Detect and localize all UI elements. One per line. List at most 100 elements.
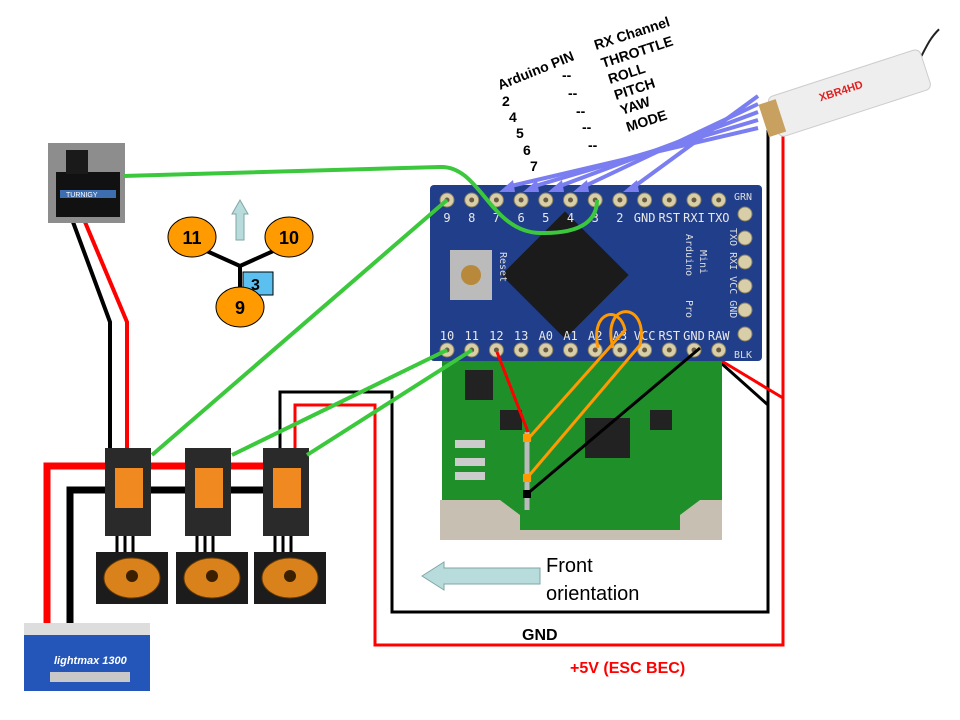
esc-label xyxy=(273,468,301,508)
servo-ground-wire xyxy=(71,221,112,452)
right-header-label: TXO RXI VCC GND xyxy=(727,228,738,318)
arrow-head-icon xyxy=(573,180,589,192)
sensor-power-wire xyxy=(495,351,530,433)
esc2-signal-wire xyxy=(231,348,448,457)
motor-11-circle xyxy=(167,216,217,258)
antenna xyxy=(920,28,940,57)
power-wire xyxy=(293,130,785,647)
pin-4: 4 xyxy=(509,109,517,125)
arduino-pro-mini: Reset Arduino Mini Pro TXO RXI VCC GND G… xyxy=(430,185,762,361)
esc-group xyxy=(96,448,326,604)
front-arrow-icon xyxy=(421,561,541,591)
board-name-2: Mini xyxy=(697,250,708,274)
rx-receiver: XBR4HD xyxy=(758,28,940,138)
pin-2: 2 xyxy=(502,93,510,109)
sep-4: -- xyxy=(582,119,592,135)
battery-label: lightmax 1300 xyxy=(54,655,128,667)
power-label: +5V (ESC BEC) xyxy=(570,660,685,677)
esc-2 xyxy=(185,448,231,553)
arrow-head-icon xyxy=(623,180,639,192)
motor-2 xyxy=(176,552,248,604)
bec-wiring xyxy=(278,130,785,647)
top-pin-label: 6 xyxy=(517,211,524,225)
servo: TURNIGY xyxy=(48,143,125,223)
servo-label: TURNIGY xyxy=(66,192,98,199)
power-to-arduino-raw xyxy=(719,358,784,400)
motor-10-label: 10 xyxy=(279,228,299,248)
sep-3: -- xyxy=(576,103,586,119)
sensor-ground-wire xyxy=(526,346,701,496)
servo-power-wire xyxy=(83,221,129,452)
sep-5: -- xyxy=(588,137,598,153)
motor-1 xyxy=(96,552,168,604)
arrow-head-icon xyxy=(548,180,564,192)
top-pin-label: 3 xyxy=(592,211,599,225)
top-pin-label: RXI xyxy=(683,211,705,225)
blk-label: BLK xyxy=(734,350,752,361)
pin-7: 7 xyxy=(530,158,538,174)
right-pin xyxy=(737,254,753,270)
gnd-label: GND xyxy=(522,627,558,644)
top-pin-label: 4 xyxy=(567,211,574,225)
front-orientation: Front orientation xyxy=(421,555,639,605)
top-pin-label: TXO xyxy=(708,211,730,225)
motor-9-label: 9 xyxy=(235,298,245,318)
servo-pin-label: 3 xyxy=(251,277,260,294)
receiver-pins xyxy=(758,99,787,138)
right-pin xyxy=(737,206,753,222)
esc-1 xyxy=(105,448,151,553)
top-pin-label: 2 xyxy=(616,211,623,225)
motor-10-circle xyxy=(264,216,314,258)
bottom-pin-label: 11 xyxy=(464,329,478,343)
arrow-head-icon xyxy=(499,180,515,192)
top-pin-label: GND xyxy=(634,211,656,225)
i2c-wire-a3 xyxy=(525,310,643,479)
battery: lightmax 1300 xyxy=(24,623,150,691)
top-pin-label: 8 xyxy=(468,211,475,225)
top-pin-label: 5 xyxy=(542,211,549,225)
quad-layout: 3 11 10 9 xyxy=(167,198,314,328)
rx-wire-pin-7 xyxy=(510,126,759,188)
pin-6: 6 xyxy=(523,142,531,158)
right-pin xyxy=(737,326,753,342)
right-pin xyxy=(737,302,753,318)
bottom-pin-label: RAW xyxy=(708,329,730,343)
bottom-pin-label: 13 xyxy=(514,329,528,343)
board-name-1: Arduino xyxy=(683,234,694,276)
top-pin-label: 7 xyxy=(493,211,500,225)
front-label: Front xyxy=(546,555,593,577)
top-pin-label: RST xyxy=(658,211,680,225)
bottom-pin-label: RST xyxy=(658,329,680,343)
esc-label xyxy=(115,468,143,508)
top-pin-label: 9 xyxy=(443,211,450,225)
sensor-board xyxy=(440,360,722,540)
esc1-signal-wire xyxy=(150,198,449,457)
right-pin xyxy=(737,278,753,294)
bottom-pin-label: A0 xyxy=(539,329,553,343)
grn-label: GRN xyxy=(734,192,752,203)
forward-arrow-icon xyxy=(231,198,249,241)
motor-11-label: 11 xyxy=(182,228,201,248)
sep-2: -- xyxy=(568,85,578,101)
bottom-pin-label: 10 xyxy=(440,329,454,343)
esc3-signal-wire xyxy=(305,348,474,457)
servo-signal-wire xyxy=(123,164,599,236)
ground-wire xyxy=(278,130,770,614)
bottom-pin-label: 12 xyxy=(489,329,503,343)
arrow-head-icon xyxy=(523,180,539,192)
sep-1: -- xyxy=(562,67,572,83)
esc-3 xyxy=(263,448,309,553)
right-pin-header xyxy=(737,206,753,342)
esc-label xyxy=(195,468,223,508)
bottom-pin-label: A1 xyxy=(563,329,577,343)
board-name-3: Pro xyxy=(683,300,694,318)
orientation-label: orientation xyxy=(546,583,639,605)
sensor-pcb xyxy=(442,360,722,530)
pin-mapping-legend: Arduino PIN RX Channel 2 4 5 6 7 -- -- -… xyxy=(495,13,675,174)
bottom-pin-label: VCC xyxy=(634,329,656,343)
motor-9-circle xyxy=(215,286,265,328)
pin-5: 5 xyxy=(516,125,524,141)
sensor-wiring xyxy=(495,310,701,498)
